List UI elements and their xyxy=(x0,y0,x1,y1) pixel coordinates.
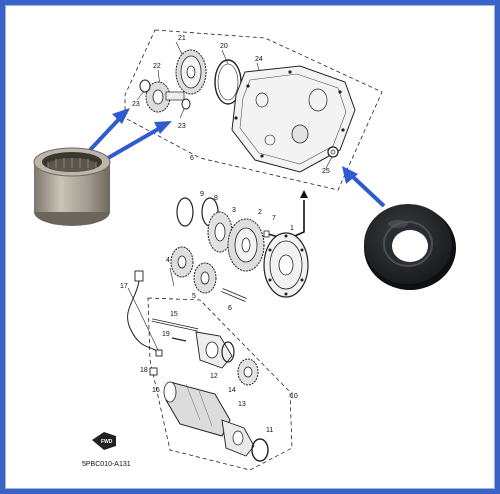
part-19-bolt xyxy=(171,337,187,342)
callout: 25 xyxy=(322,168,330,175)
callout: 19 xyxy=(162,331,170,338)
callout: 12 xyxy=(210,373,218,380)
fwd-label: FWD xyxy=(101,439,113,445)
callout: 7 xyxy=(272,215,276,222)
callout: 16 xyxy=(152,387,160,394)
part-4-gear xyxy=(170,246,194,278)
part-1-plate xyxy=(263,232,309,298)
callout: 20 xyxy=(220,43,228,50)
callout: 10 xyxy=(290,393,298,400)
callout: 6 xyxy=(228,305,232,312)
part-16-motor-body xyxy=(163,381,231,437)
callout: 5 xyxy=(192,293,196,300)
callout: 15 xyxy=(170,311,178,318)
callout: 3 xyxy=(232,207,236,214)
callout: 18 xyxy=(140,367,148,374)
callout: 8 xyxy=(214,195,218,202)
callout: 11 xyxy=(266,427,273,434)
callout: 9 xyxy=(200,191,204,198)
callout: 13 xyxy=(238,401,246,408)
bearing-photo xyxy=(33,147,111,226)
part-code: 5PBC010-A131 xyxy=(82,461,131,468)
callout: 24 xyxy=(255,56,263,63)
part-12-bracket xyxy=(195,331,233,369)
part-2-gear xyxy=(227,218,265,272)
part-9-ring xyxy=(176,197,194,227)
callout: 23 xyxy=(178,123,186,130)
callout: 22 xyxy=(153,63,161,70)
part-23-bearing-right xyxy=(181,98,191,110)
callout: 17 xyxy=(120,283,128,290)
callout: 21 xyxy=(178,35,186,42)
part-25-seal xyxy=(327,146,339,158)
callout: 23 xyxy=(132,101,140,108)
part-6-shaft xyxy=(221,288,247,302)
callout: 1 xyxy=(290,225,294,232)
part-24-cover xyxy=(231,65,356,173)
part-22-gear xyxy=(145,81,185,113)
part-11-oring xyxy=(251,438,269,462)
callout: 6 xyxy=(190,155,194,162)
callout-labels: 21 20 22 24 23 23 6 25 9 8 3 2 7 4 1 17 … xyxy=(120,35,330,434)
part-5-gear xyxy=(193,262,217,294)
callout: 14 xyxy=(228,387,236,394)
callout: 2 xyxy=(258,209,262,216)
oil-seal-photo xyxy=(364,204,456,290)
fwd-arrow-icon: FWD xyxy=(92,432,116,450)
part-21-gear xyxy=(175,49,207,95)
part-13-end-cap xyxy=(221,419,255,457)
part-18-terminal xyxy=(149,349,163,376)
part-o-ring xyxy=(221,341,235,363)
part-17-lead xyxy=(127,270,159,353)
part-14-gear xyxy=(237,358,259,386)
part-23-bearing-left xyxy=(139,79,151,93)
part-15-rod xyxy=(151,318,199,332)
part-3-gear xyxy=(207,211,233,253)
callout: 4 xyxy=(166,257,170,264)
pointer-arrows xyxy=(88,108,386,208)
